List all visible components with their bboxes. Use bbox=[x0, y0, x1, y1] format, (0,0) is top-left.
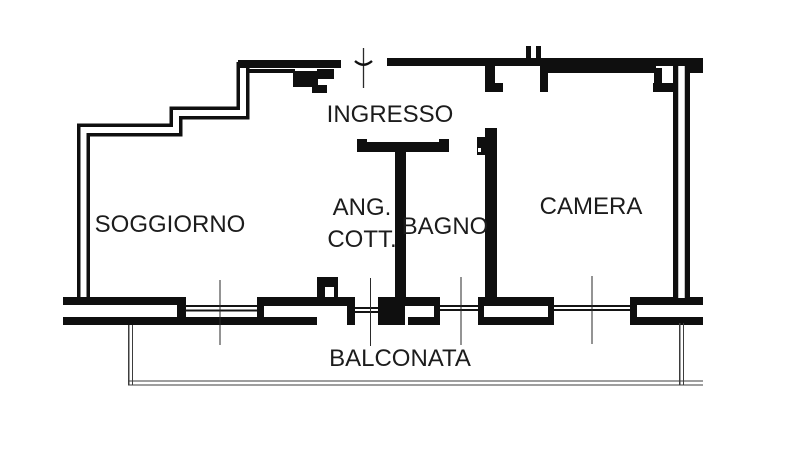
room-label-balconata: BALCONATA bbox=[329, 345, 471, 372]
north-walls bbox=[238, 46, 703, 93]
west-stepped-wall bbox=[77, 62, 250, 297]
room-label-ang-cott: ANG. COTT. bbox=[327, 192, 396, 256]
room-label-bagno: BAGNO bbox=[401, 213, 489, 240]
balcony-outline bbox=[127, 323, 703, 386]
south-wall bbox=[63, 277, 703, 325]
kitchenette-t-wall bbox=[357, 139, 449, 298]
bagno-camera-wall bbox=[477, 128, 497, 298]
entrance-door-swing-icon bbox=[354, 48, 373, 88]
window-axis-lines bbox=[219, 276, 593, 346]
room-label-ang-cott-line1: ANG. bbox=[332, 194, 392, 221]
room-label-soggiorno: SOGGIORNO bbox=[94, 211, 246, 238]
room-label-camera: CAMERA bbox=[539, 193, 643, 220]
room-label-ingresso: INGRESSO bbox=[326, 101, 454, 128]
room-label-ang-cott-line2: COTT. bbox=[327, 226, 397, 253]
window-lines bbox=[185, 305, 630, 313]
